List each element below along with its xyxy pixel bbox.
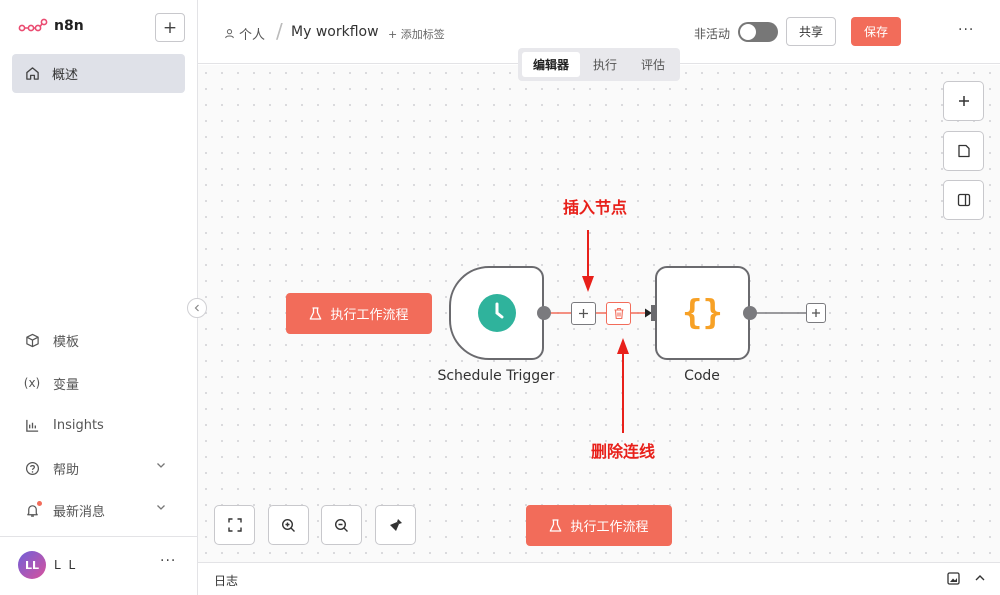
flask-icon xyxy=(550,518,562,532)
tidy-up-button[interactable] xyxy=(375,505,416,545)
tab-editor[interactable]: 编辑器 xyxy=(522,52,581,77)
zoom-to-fit-button[interactable] xyxy=(214,505,255,545)
sidebar-item-variables[interactable]: (x) 变量 xyxy=(24,371,174,395)
add-node-button[interactable] xyxy=(943,81,984,121)
user-area: LL L L ··· xyxy=(0,536,198,595)
tab-executions[interactable]: 执行 xyxy=(593,58,618,72)
add-tag-button[interactable]: + 添加标签 xyxy=(388,28,445,41)
plus-icon xyxy=(958,96,969,106)
notification-dot xyxy=(37,500,42,506)
user-icon xyxy=(225,29,234,39)
tab-evaluation[interactable]: 评估 xyxy=(641,58,666,72)
execute-workflow-button-bottom[interactable]: 执行工作流程 xyxy=(526,505,672,546)
plus-icon xyxy=(579,309,588,318)
plus-icon: + xyxy=(162,17,178,38)
code-node[interactable]: {} xyxy=(655,266,750,360)
app-name: n8n xyxy=(54,18,84,34)
log-label: 日志 xyxy=(214,574,239,588)
chevron-down-icon xyxy=(157,505,165,510)
sidebar-item-label: 帮助 xyxy=(53,462,80,478)
workflow-title[interactable]: My workflow xyxy=(291,24,379,40)
sidebar-item-label: 概述 xyxy=(52,68,79,83)
execute-workflow-button[interactable]: 执行工作流程 xyxy=(286,293,432,334)
sidebar-item-insights[interactable]: Insights xyxy=(24,413,174,437)
sidebar-item-label: 最新消息 xyxy=(53,504,106,520)
chevron-up-icon[interactable] xyxy=(974,572,986,584)
sidebar: n8n + 概述 模板 (x) 变量 Insights 帮助 最新消息 LL L… xyxy=(0,0,198,595)
fit-icon xyxy=(227,518,242,532)
trash-icon xyxy=(614,307,623,320)
sidebar-item-news[interactable]: 最新消息 xyxy=(24,498,174,522)
flask-icon xyxy=(310,306,322,320)
save-button[interactable]: 保存 xyxy=(851,17,901,46)
note-icon xyxy=(957,144,970,158)
n8n-logo-icon xyxy=(18,18,48,32)
box-icon xyxy=(25,333,39,347)
sidebar-item-templates[interactable]: 模板 xyxy=(24,328,174,352)
question-icon xyxy=(25,461,39,475)
clock-icon xyxy=(477,294,516,332)
more-icon[interactable]: ··· xyxy=(160,553,177,569)
sidebar-item-label: Insights xyxy=(53,417,104,433)
collapse-sidebar-button[interactable] xyxy=(187,298,207,318)
sidebar-item-label: 模板 xyxy=(53,334,80,350)
create-button[interactable]: + xyxy=(155,13,185,42)
breadcrumb-label: 个人 xyxy=(239,28,266,43)
bell-icon xyxy=(26,504,38,517)
avatar[interactable]: LL xyxy=(18,551,46,579)
chevron-left-icon xyxy=(194,304,199,312)
node-label-trigger: Schedule Trigger xyxy=(437,368,555,384)
sticky-note-button[interactable] xyxy=(943,131,984,171)
node-label-code: Code xyxy=(684,368,720,384)
home-icon xyxy=(26,67,39,80)
sidebar-item-overview[interactable]: 概述 xyxy=(12,54,185,93)
execute-label: 执行工作流程 xyxy=(330,308,409,323)
chevron-down-icon xyxy=(157,463,165,468)
chart-icon xyxy=(25,419,38,432)
log-panel-bar[interactable]: 日志 xyxy=(198,562,1000,595)
braces-icon: {} xyxy=(682,293,723,333)
panel-icon xyxy=(957,193,970,207)
insert-node-button[interactable] xyxy=(571,302,596,325)
execute-label: 执行工作流程 xyxy=(570,520,649,535)
zoom-in-icon xyxy=(281,518,295,532)
delete-connection-button[interactable] xyxy=(606,302,631,325)
breadcrumb-project[interactable]: 个人 xyxy=(224,24,265,43)
active-status-label: 非活动 xyxy=(694,27,731,41)
image-icon[interactable] xyxy=(947,572,960,585)
zoom-out-button[interactable] xyxy=(321,505,362,545)
user-name: L L xyxy=(54,558,78,572)
variables-icon: (x) xyxy=(23,376,41,390)
add-next-node-button[interactable] xyxy=(806,303,826,323)
annotation-delete-connection: 删除连线 xyxy=(591,442,656,461)
annotation-insert-node: 插入节点 xyxy=(563,198,628,217)
sidebar-item-help[interactable]: 帮助 xyxy=(24,456,174,480)
schedule-trigger-node[interactable] xyxy=(449,266,544,360)
broom-icon xyxy=(389,519,402,531)
toggle-panel-button[interactable] xyxy=(943,180,984,220)
plus-icon xyxy=(812,309,820,317)
n8n-logo[interactable]: n8n xyxy=(18,18,84,34)
share-button[interactable]: 共享 xyxy=(786,17,836,46)
more-icon[interactable]: ··· xyxy=(958,22,975,38)
zoom-in-button[interactable] xyxy=(268,505,309,545)
sidebar-item-label: 变量 xyxy=(53,377,80,393)
view-tabs: 编辑器 执行 评估 xyxy=(518,48,680,81)
breadcrumb-separator: / xyxy=(276,19,283,43)
active-toggle[interactable] xyxy=(738,22,778,42)
zoom-out-icon xyxy=(334,518,348,532)
